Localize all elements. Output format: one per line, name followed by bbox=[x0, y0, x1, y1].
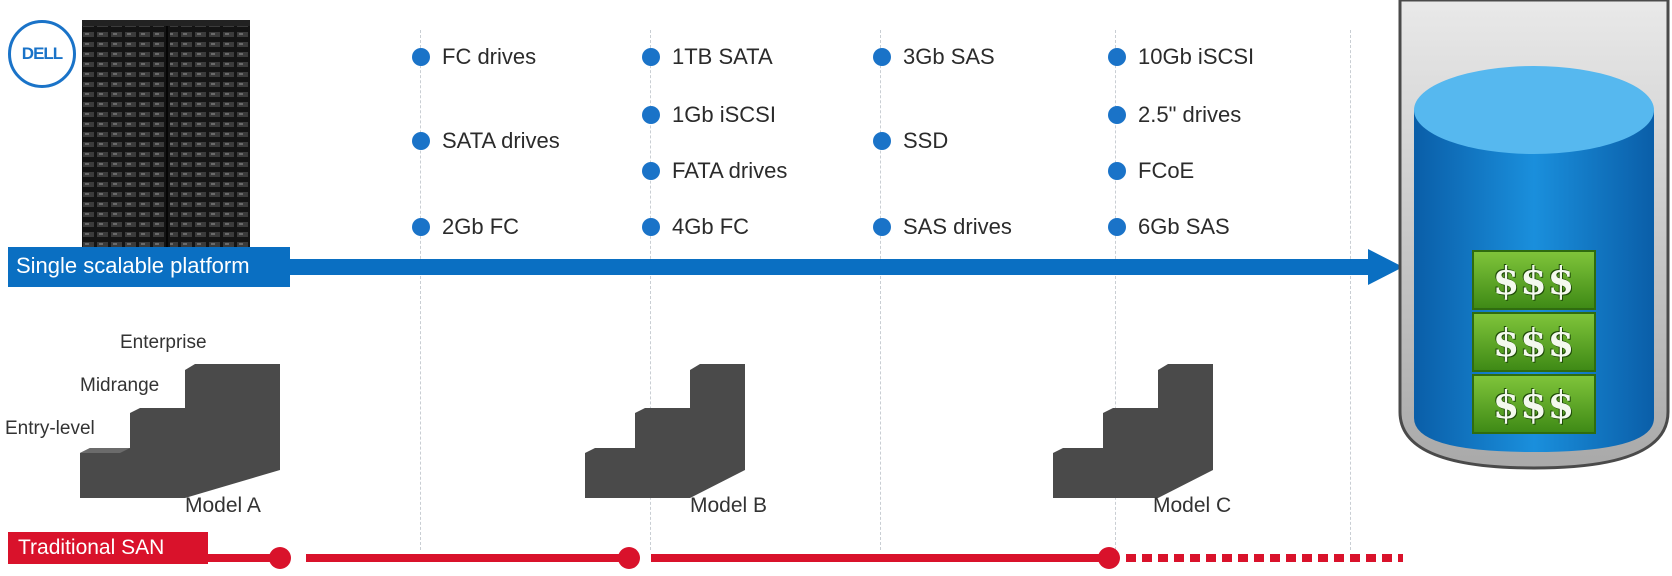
bullet-dot-icon bbox=[642, 162, 660, 180]
feature-item: 2.5" drives bbox=[1108, 102, 1241, 128]
tier-label-enterprise: Enterprise bbox=[120, 332, 207, 353]
tier-label-midrange: Midrange bbox=[80, 375, 160, 396]
platform-arrow bbox=[8, 247, 1403, 287]
feature-item: SATA drives bbox=[412, 128, 560, 154]
bullet-dot-icon bbox=[1108, 48, 1126, 66]
feature-item: 1TB SATA bbox=[642, 44, 773, 70]
platform-label: Single scalable platform bbox=[16, 253, 250, 278]
feature-item: 2Gb FC bbox=[412, 214, 519, 240]
feature-item: SSD bbox=[873, 128, 948, 154]
feature-item: FC drives bbox=[412, 44, 536, 70]
staircase-blocks-icon bbox=[80, 364, 280, 498]
feature-item: FCoE bbox=[1108, 158, 1194, 184]
bullet-dot-icon bbox=[642, 218, 660, 236]
money-block: $$$ bbox=[1472, 312, 1596, 372]
feature-item: 3Gb SAS bbox=[873, 44, 995, 70]
server-rack-image bbox=[82, 20, 250, 248]
bullet-dot-icon bbox=[873, 48, 891, 66]
bullet-dot-icon bbox=[873, 218, 891, 236]
era-divider bbox=[1115, 30, 1116, 550]
era-divider bbox=[650, 30, 651, 550]
bullet-dot-icon bbox=[412, 218, 430, 236]
bullet-dot-icon bbox=[412, 48, 430, 66]
bullet-dot-icon bbox=[873, 132, 891, 150]
dell-logo-text: DELL bbox=[21, 44, 63, 63]
era-divider bbox=[880, 30, 881, 550]
feature-item: SAS drives bbox=[873, 214, 1012, 240]
bullet-dot-icon bbox=[642, 106, 660, 124]
staircase-blocks-icon bbox=[585, 364, 745, 498]
money-block: $$$ bbox=[1472, 250, 1596, 310]
feature-item: 1Gb iSCSI bbox=[642, 102, 776, 128]
model-label: Model B bbox=[690, 494, 768, 517]
model-label: Model C bbox=[1153, 494, 1232, 517]
san-timeline bbox=[8, 532, 1408, 576]
bullet-dot-icon bbox=[642, 48, 660, 66]
san-label: Traditional SAN bbox=[18, 536, 165, 559]
feature-item: 10Gb iSCSI bbox=[1108, 44, 1254, 70]
staircase-blocks-icon bbox=[1053, 364, 1213, 498]
feature-item: 4Gb FC bbox=[642, 214, 749, 240]
dell-logo: DELL bbox=[8, 20, 76, 88]
bullet-dot-icon bbox=[1108, 106, 1126, 124]
model-label: Model A bbox=[185, 494, 261, 517]
money-block: $$$ bbox=[1472, 374, 1596, 434]
era-divider bbox=[420, 30, 421, 550]
feature-item: FATA drives bbox=[642, 158, 787, 184]
bullet-dot-icon bbox=[1108, 218, 1126, 236]
bullet-dot-icon bbox=[412, 132, 430, 150]
feature-item: 6Gb SAS bbox=[1108, 214, 1230, 240]
tier-label-entry: Entry-level bbox=[5, 418, 95, 439]
era-divider bbox=[1350, 30, 1351, 550]
bullet-dot-icon bbox=[1108, 162, 1126, 180]
